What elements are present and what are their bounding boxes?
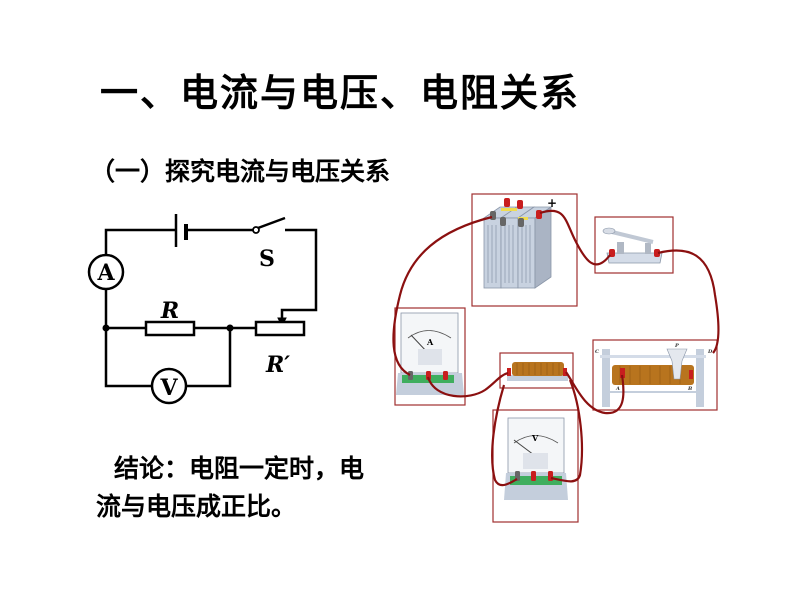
- wire-top: [104, 228, 175, 258]
- ammeter-label: A: [96, 260, 115, 286]
- rheostat-terminal-c: C: [595, 349, 599, 355]
- wire-switch-to-rheostat: [657, 249, 720, 354]
- battery-pack: +: [482, 196, 557, 289]
- switch-label: S: [259, 246, 275, 272]
- voltmeter-device: V: [504, 417, 568, 500]
- rheostat-device: C D A B P: [595, 343, 713, 407]
- junction-right: [226, 324, 234, 332]
- section-subtitle: （一）探究电流与电压关系: [90, 157, 391, 186]
- knife-switch: [602, 227, 663, 264]
- slide-title: 一、电流与电压、电阻关系: [100, 71, 581, 115]
- conclusion-line-2: 流与电压成正比。: [96, 492, 297, 521]
- ammeter-unit-label: A: [426, 337, 434, 347]
- switch-blade: [257, 216, 286, 230]
- ammeter-device: A: [396, 312, 464, 395]
- connecting-wires: [392, 209, 720, 487]
- rheostat-terminal-d: D: [707, 349, 713, 355]
- voltmeter-unit-label: V: [531, 433, 539, 443]
- wire-resistor-to-voltmeter-right: [550, 379, 584, 483]
- apparatus-illustration: + A: [392, 193, 720, 523]
- voltmeter-label: V: [159, 375, 178, 401]
- conclusion-line-1: 结论：电阻一定时，电: [114, 454, 365, 483]
- wire-ammeter-to-resistor: [426, 371, 509, 398]
- wire-battery-to-switch: [539, 209, 611, 266]
- junction-left: [102, 324, 110, 332]
- conclusion-text: 结论：电阻一定时，电 流与电压成正比。: [96, 450, 436, 526]
- rheostat-terminal-b: B: [687, 386, 692, 392]
- battery-plus-sign: +: [547, 196, 557, 210]
- rheostat-terminal-a: A: [615, 386, 620, 392]
- switch-frame: [594, 216, 674, 274]
- rheostat-terminal-p: P: [674, 343, 679, 349]
- wire-resistor-to-rheostat: [565, 371, 625, 415]
- circuit-diagram: A V S R R′: [87, 214, 318, 405]
- fixed-resistor-device: [507, 362, 568, 381]
- resistor-label: R: [160, 298, 179, 324]
- rheostat-r-prime: [254, 320, 306, 337]
- wire-battery-to-ammeter: [392, 215, 493, 376]
- rheostat-label: R′: [265, 352, 290, 378]
- switch-pivot: [252, 226, 260, 234]
- wire-resistor-to-voltmeter-left: [491, 384, 518, 487]
